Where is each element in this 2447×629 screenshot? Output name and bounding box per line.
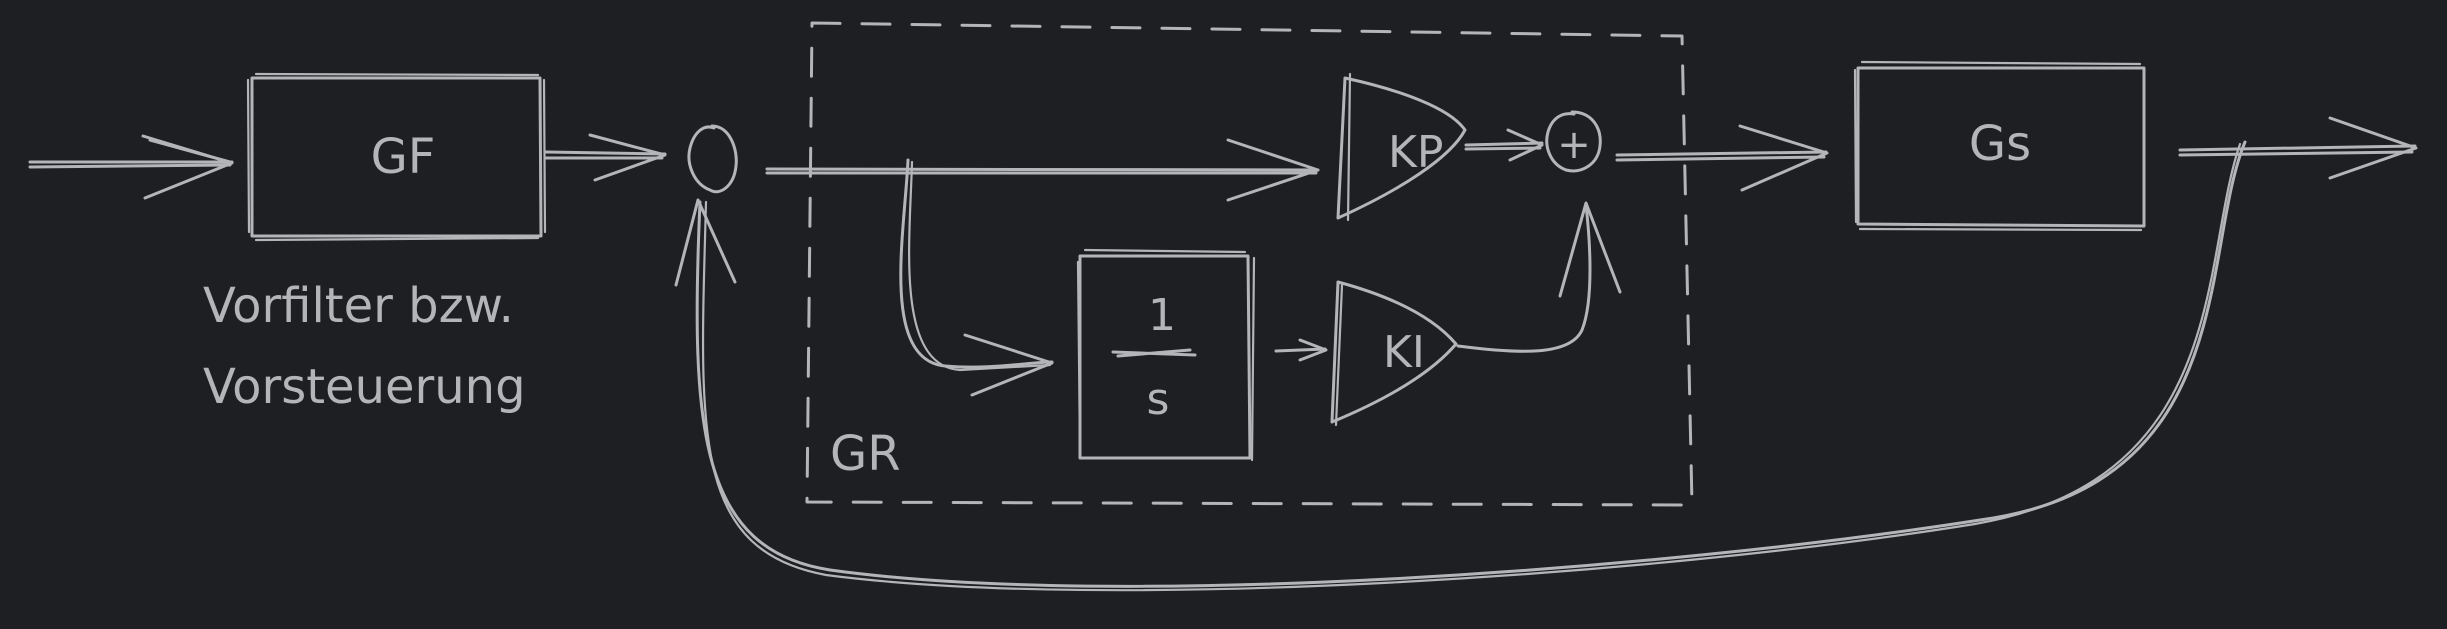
integrator-branch-arrow [899, 158, 1054, 397]
controller-label: GR [830, 426, 901, 482]
integrator-numerator: 1 [1148, 290, 1176, 341]
integrator-block: 1 s [1076, 248, 1256, 462]
kp-to-sum-arrow [1464, 128, 1544, 162]
plant-label: Gs [1969, 116, 2031, 172]
prefilter-annotation-line1: Vorfilter bzw. [203, 278, 514, 334]
input-arrow [28, 134, 234, 200]
sum-to-plant-arrow [1615, 124, 1829, 192]
gf-to-comparator-arrow [544, 133, 667, 182]
plant-block: Gs [1853, 60, 2146, 232]
output-arrow [2178, 116, 2418, 180]
p-gain-block: KP [1336, 72, 1467, 222]
forward-path-arrow [765, 138, 1320, 202]
summing-junction: + [1545, 110, 1602, 173]
integrator-to-ki-arrow [1274, 338, 1328, 362]
i-gain-label: KI [1383, 327, 1425, 378]
ki-to-sum-arrow [1456, 201, 1622, 353]
prefilter-block: GF [246, 72, 547, 242]
prefilter-label: GF [371, 129, 436, 185]
feedback-loop [674, 140, 2247, 592]
prefilter-annotation-line2: Vorsteuerung [203, 359, 526, 415]
p-gain-label: KP [1388, 127, 1443, 178]
integrator-denominator: s [1147, 374, 1170, 425]
i-gain-block: KI [1330, 280, 1458, 427]
comparator-node [687, 124, 738, 194]
summing-sign: + [1557, 122, 1591, 168]
controller-boundary: GR [805, 21, 1694, 507]
